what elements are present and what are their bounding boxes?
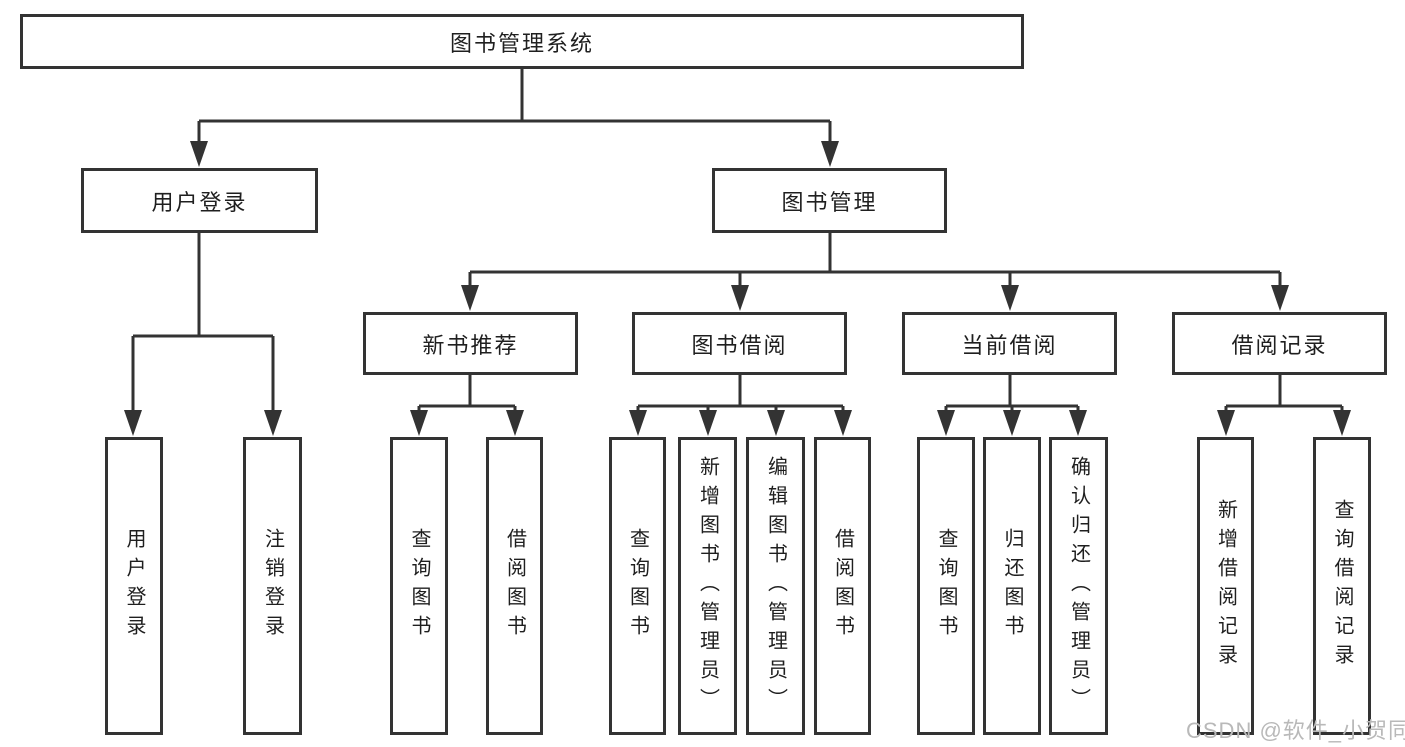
leaf-logout: 注销登录 [243, 437, 302, 735]
node-library-system-label: 图书管理系统 [449, 30, 594, 56]
leaf-borrow-books-borrowing-label: 借阅图书 [831, 528, 854, 644]
leaf-user-login: 用户登录 [105, 437, 163, 735]
leaf-logout-label: 注销登录 [261, 528, 284, 644]
node-current-borrowing: 当前借阅 [902, 312, 1117, 375]
node-book-borrowing-label: 图书借阅 [691, 332, 788, 358]
leaf-query-books-borrowing-label: 查询图书 [626, 528, 649, 644]
node-library-system: 图书管理系统 [20, 14, 1024, 69]
node-borrow-records-label: 借阅记录 [1231, 332, 1328, 358]
leaf-query-books-recommend: 查询图书 [390, 437, 448, 735]
node-borrow-records: 借阅记录 [1172, 312, 1387, 375]
watermark: CSDN @软件_小贺同学 [1186, 718, 1405, 743]
leaf-user-login-label: 用户登录 [123, 528, 145, 644]
leaf-return-book-label: 归还图书 [1001, 528, 1023, 644]
node-book-management: 图书管理 [712, 168, 947, 233]
leaf-add-borrow-record: 新增借阅记录 [1197, 437, 1254, 735]
leaf-confirm-return-admin-label: 确认归还（管理员） [1067, 455, 1090, 717]
leaf-confirm-return-admin: 确认归还（管理员） [1049, 437, 1108, 735]
node-book-management-label: 图书管理 [781, 189, 878, 215]
leaf-add-book-admin-label: 新增图书（管理员） [696, 455, 719, 717]
leaf-add-borrow-record-label: 新增借阅记录 [1214, 499, 1237, 673]
leaf-query-books-current: 查询图书 [917, 437, 975, 735]
leaf-borrow-books-recommend: 借阅图书 [486, 437, 543, 735]
leaf-edit-book-admin-label: 编辑图书（管理员） [764, 455, 787, 717]
leaf-borrow-books-recommend-label: 借阅图书 [503, 528, 526, 644]
leaf-return-book: 归还图书 [983, 437, 1041, 735]
leaf-query-borrow-record: 查询借阅记录 [1313, 437, 1371, 735]
leaf-add-book-admin: 新增图书（管理员） [678, 437, 737, 735]
leaf-borrow-books-borrowing: 借阅图书 [814, 437, 871, 735]
leaf-query-books-recommend-label: 查询图书 [408, 528, 430, 644]
node-user-login: 用户登录 [81, 168, 318, 233]
leaf-query-borrow-record-label: 查询借阅记录 [1331, 499, 1353, 673]
node-current-borrowing-label: 当前借阅 [961, 332, 1058, 358]
node-book-borrowing: 图书借阅 [632, 312, 847, 375]
leaf-query-books-borrowing: 查询图书 [609, 437, 666, 735]
node-user-login-label: 用户登录 [151, 189, 248, 215]
leaf-edit-book-admin: 编辑图书（管理员） [746, 437, 805, 735]
leaf-query-books-current-label: 查询图书 [935, 528, 957, 644]
node-new-book-recommend-label: 新书推荐 [422, 332, 519, 358]
node-new-book-recommend: 新书推荐 [363, 312, 578, 375]
